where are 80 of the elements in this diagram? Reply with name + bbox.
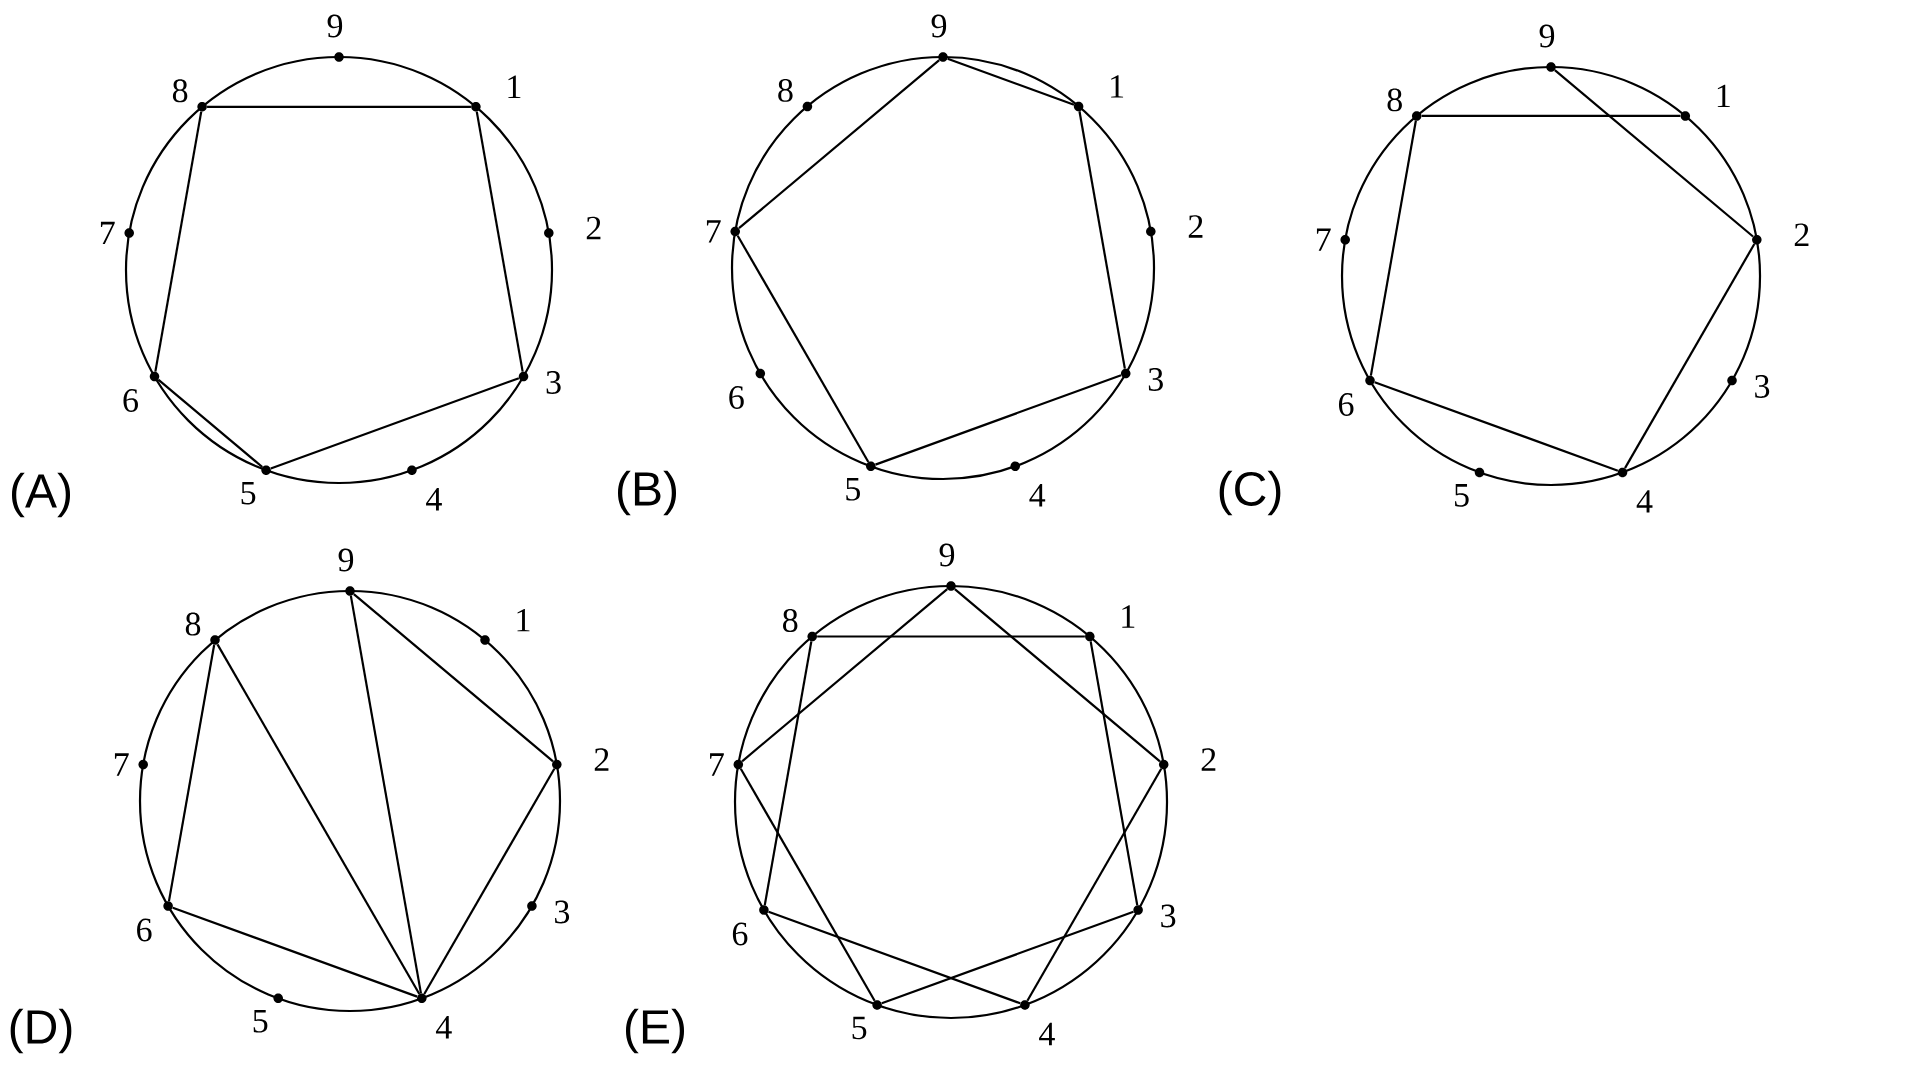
point-number: 1 xyxy=(508,75,521,98)
chord xyxy=(154,111,203,372)
point-number: 1 xyxy=(1122,605,1135,628)
point-number: 6 xyxy=(123,389,138,412)
point-number: 5 xyxy=(1455,484,1469,507)
point-number: 7 xyxy=(1316,228,1331,251)
point-number: 3 xyxy=(555,900,570,924)
chord xyxy=(475,111,524,372)
chord xyxy=(881,910,1134,1005)
point-number: 5 xyxy=(241,481,256,505)
chord xyxy=(1089,641,1139,906)
point-number: 5 xyxy=(852,1016,867,1040)
chord xyxy=(736,235,870,463)
chord xyxy=(1078,111,1126,369)
option-label: (C) xyxy=(1219,470,1281,516)
point-number: 6 xyxy=(732,922,748,946)
chord xyxy=(817,635,1085,638)
option-label: (D) xyxy=(10,1008,72,1054)
chord xyxy=(167,644,216,902)
point-number: 3 xyxy=(1755,375,1770,398)
chord xyxy=(1624,243,1756,469)
chord xyxy=(353,593,554,763)
chord xyxy=(739,768,876,1002)
chord xyxy=(423,768,556,995)
point-number: 8 xyxy=(185,612,201,636)
option-label: (B) xyxy=(618,470,677,516)
point-number: 9 xyxy=(939,543,955,567)
point-number: 1 xyxy=(1717,84,1730,108)
point-number: 9 xyxy=(1539,24,1555,48)
chord xyxy=(172,906,418,998)
point-number: 2 xyxy=(1794,223,1809,246)
point-number: 2 xyxy=(586,216,601,240)
chord xyxy=(1374,381,1619,472)
point-number: 7 xyxy=(114,753,129,776)
point-number: 6 xyxy=(729,386,744,409)
point-number: 5 xyxy=(846,478,860,501)
chord xyxy=(768,910,1021,1005)
point-number: 8 xyxy=(783,609,798,632)
chord xyxy=(875,374,1122,466)
point-number: 4 xyxy=(1029,484,1046,507)
chord xyxy=(947,57,1075,106)
point-number: 9 xyxy=(338,548,354,572)
option-label: (A) xyxy=(12,472,71,518)
chord xyxy=(738,59,940,230)
point-number: 9 xyxy=(327,14,343,38)
point-number: 8 xyxy=(172,79,188,103)
chord xyxy=(349,595,423,994)
point-number: 3 xyxy=(546,371,561,394)
point-number: 1 xyxy=(1111,75,1124,98)
point-number: 6 xyxy=(1338,393,1354,416)
point-number: 7 xyxy=(100,221,115,245)
chord xyxy=(1026,768,1163,1002)
point-number: 4 xyxy=(1636,490,1653,513)
point-number: 7 xyxy=(710,753,724,776)
chord xyxy=(216,643,421,995)
chord xyxy=(763,641,813,906)
chord xyxy=(954,588,1161,763)
point-number: 7 xyxy=(706,220,721,243)
chord xyxy=(207,105,471,108)
point-number: 4 xyxy=(435,1016,452,1039)
chord xyxy=(1554,69,1754,238)
chord xyxy=(270,377,520,470)
chord xyxy=(741,588,948,763)
point-number: 8 xyxy=(1387,88,1402,112)
chord xyxy=(1369,120,1417,376)
chord xyxy=(1421,114,1681,117)
point-number: 8 xyxy=(778,78,793,102)
point-number: 9 xyxy=(931,14,947,38)
point-number: 4 xyxy=(426,488,442,511)
point-number: 6 xyxy=(137,918,152,942)
point-number: 4 xyxy=(1039,1022,1055,1046)
point-number: 3 xyxy=(1148,368,1163,391)
point-number: 2 xyxy=(594,748,609,771)
chord xyxy=(157,378,263,468)
point-number: 3 xyxy=(1161,904,1176,928)
point-number: 1 xyxy=(517,608,530,632)
point-number: 2 xyxy=(1201,748,1216,771)
point-number: 5 xyxy=(253,1010,268,1033)
point-number: 2 xyxy=(1188,215,1203,238)
option-label: (E) xyxy=(626,1008,685,1054)
